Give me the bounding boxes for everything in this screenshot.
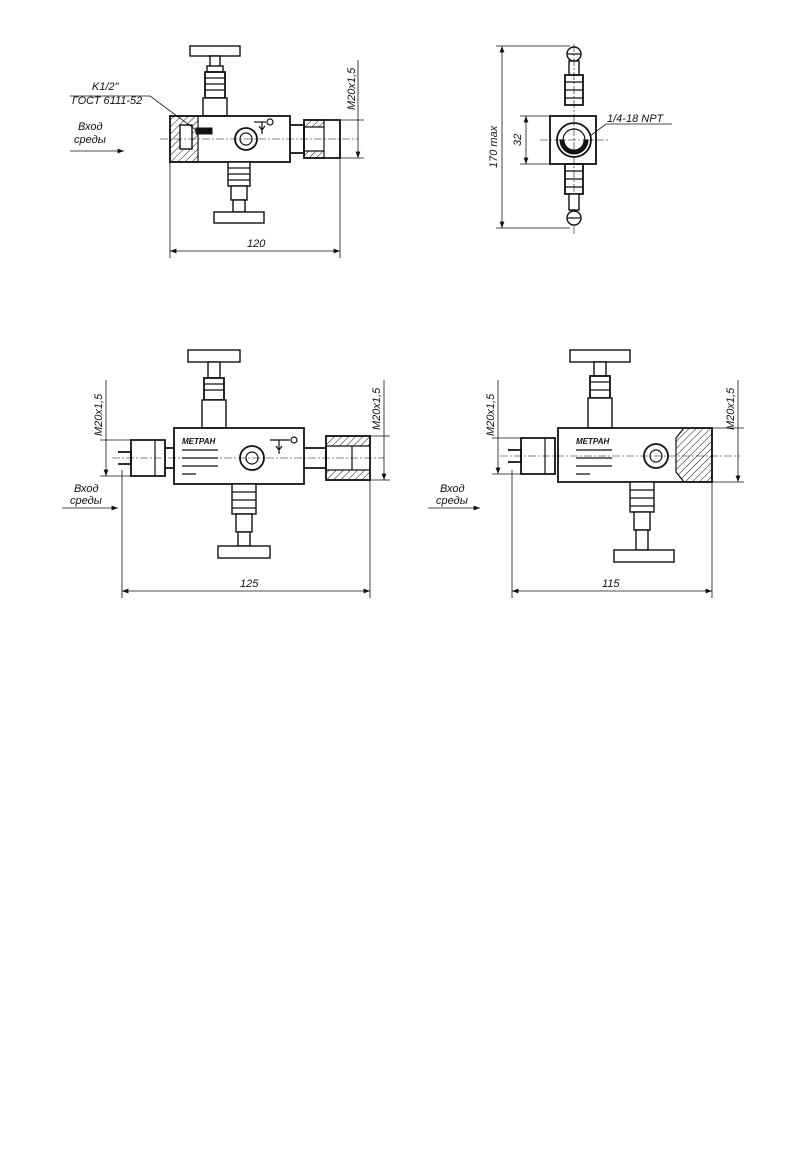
bl-plate-brand: МЕТРАН bbox=[182, 437, 215, 446]
bl-left-thread: M20x1,5 bbox=[93, 393, 105, 436]
manifold-body bbox=[160, 115, 358, 163]
height-dimension: 170 max bbox=[488, 125, 500, 168]
br-left-fitting bbox=[508, 437, 556, 475]
lower-valve-handle bbox=[213, 161, 265, 224]
bl-inlet-label-2: среды bbox=[70, 495, 102, 507]
gost-label: ГОСТ 6111-52 bbox=[72, 95, 142, 107]
width-dimension-115: 115 bbox=[602, 578, 620, 590]
inlet-label: Вход bbox=[78, 121, 103, 133]
view-bottom-left: МЕТРАН bbox=[62, 349, 390, 598]
inlet-label-2: среды bbox=[74, 134, 106, 146]
view-top-right: 170 max 32 1/4-18 NPT bbox=[488, 44, 672, 236]
bl-inlet-label: Вход bbox=[74, 483, 99, 495]
side-lower-valve bbox=[564, 163, 584, 226]
bl-left-fitting bbox=[118, 439, 175, 477]
bl-upper-valve bbox=[187, 349, 241, 429]
upper-valve-handle bbox=[189, 45, 241, 117]
width-dimension-120: 120 bbox=[247, 238, 266, 250]
m20-thread-label: M20x1,5 bbox=[346, 67, 358, 110]
width-dimension-125: 125 bbox=[240, 578, 259, 590]
br-lower-valve bbox=[613, 481, 675, 563]
br-left-thread: M20x1,5 bbox=[485, 393, 497, 436]
bl-lower-valve bbox=[217, 483, 271, 559]
view-top-left: K1/2" ГОСТ 6111-52 Вход среды M20x1,5 12… bbox=[70, 45, 364, 258]
thread-k-label: K1/2" bbox=[92, 81, 120, 93]
br-inlet-label-2: среды bbox=[436, 495, 468, 507]
npt-thread-label: 1/4-18 NPT bbox=[607, 113, 665, 125]
side-body bbox=[540, 44, 610, 236]
br-upper-valve bbox=[569, 349, 631, 429]
br-inlet-label: Вход bbox=[440, 483, 465, 495]
view-bottom-right: МЕТРАН M20x1,5 M20x1,5 Вход среды bbox=[428, 349, 744, 598]
br-plate-brand: МЕТРАН bbox=[576, 437, 609, 446]
br-right-thread: M20x1,5 bbox=[725, 387, 737, 430]
body-dimension-32: 32 bbox=[512, 134, 524, 146]
bl-right-thread: M20x1,5 bbox=[371, 387, 383, 430]
